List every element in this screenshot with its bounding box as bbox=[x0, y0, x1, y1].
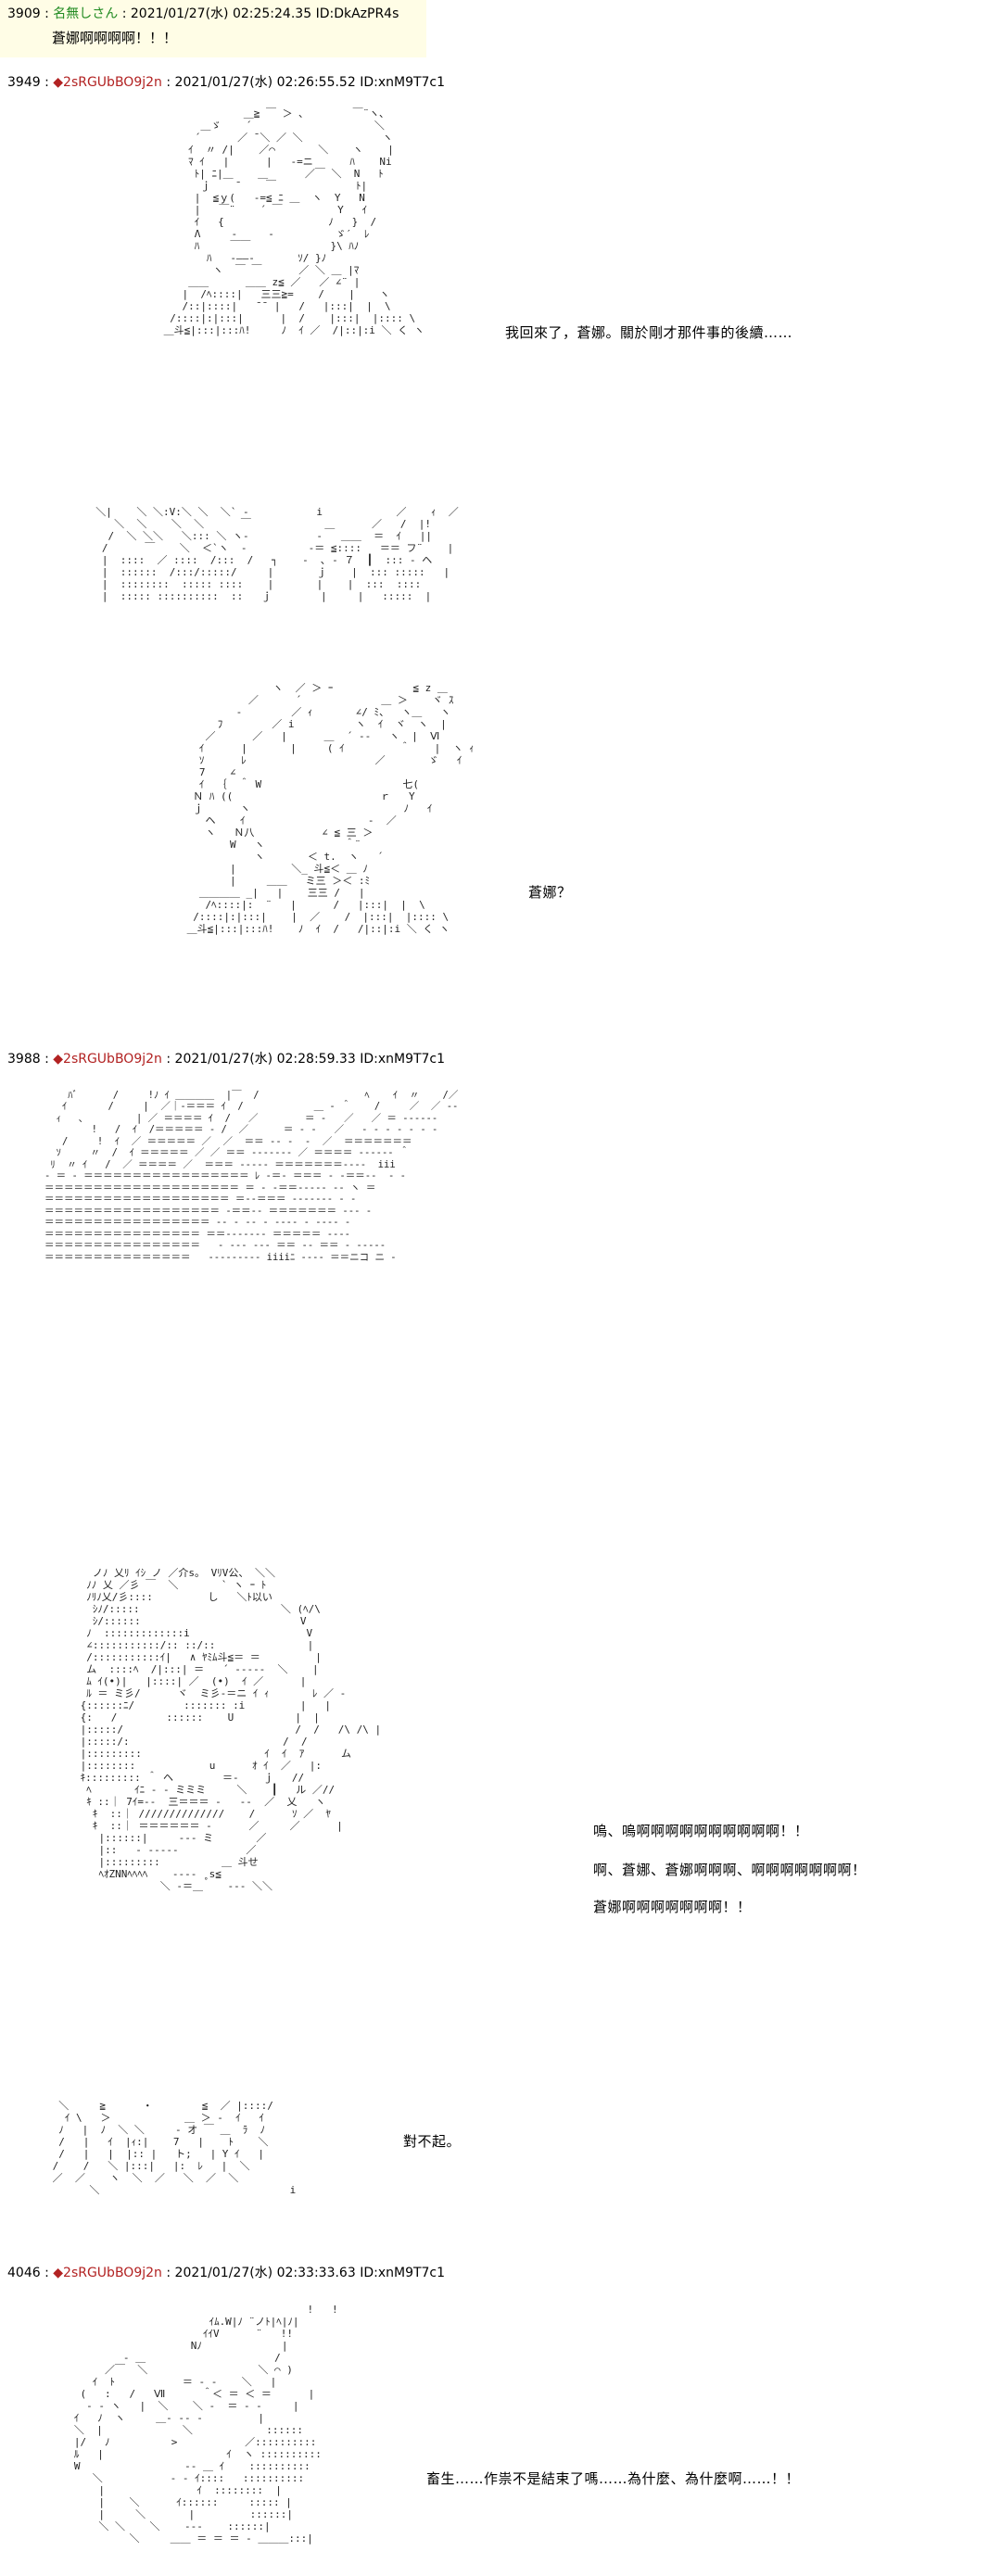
poster-name: 名無しさん bbox=[53, 6, 119, 21]
ascii-art-man-bow: ＼ ≧ ・ ≦ ／ |::::/ ｲ \ ＞ ＿ ＞ ‐ ｲ ｲ ﾉ | ﾉ ＼… bbox=[52, 2100, 297, 2196]
dialogue-line: 蒼娜啊啊啊啊啊啊啊！！ bbox=[593, 1899, 752, 1915]
post-datetime: 2021/01/27(水) 02:28:59.33 bbox=[174, 1052, 356, 1067]
separator: : bbox=[44, 2266, 49, 2280]
ascii-art-man-stare: ヽ ／ ＞ ｰ ≦ z ＿ ／ ´ ＿ ＞ ヾ ｽ ‐ ／ ｨ ∠/ ﾐ、 ヽ＿… bbox=[186, 682, 475, 935]
separator: : bbox=[166, 1052, 171, 1067]
post-number[interactable]: 3909 bbox=[7, 6, 41, 21]
separator: : bbox=[121, 6, 127, 21]
post-datetime: 2021/01/27(水) 02:33:33.63 bbox=[174, 2266, 356, 2280]
poster-trip: ◆2sRGUbBO9j2n bbox=[53, 75, 162, 90]
separator: : bbox=[166, 75, 171, 90]
post-datetime: 2021/01/27(水) 02:26:55.52 bbox=[174, 75, 356, 90]
post-highlight-background bbox=[0, 0, 426, 57]
poster-id[interactable]: ID:xnM9T7c1 bbox=[360, 1052, 446, 1067]
dialogue-line: 嗚、嗚啊啊啊啊啊啊啊啊啊啊！！ bbox=[593, 1823, 809, 1839]
poster-trip: ◆2sRGUbBO9j2n bbox=[53, 1052, 162, 1067]
poster-trip: ◆2sRGUbBO9j2n bbox=[53, 2266, 162, 2280]
post-header-4046: 4046 : ◆2sRGUbBO9j2n : 2021/01/27(水) 02:… bbox=[7, 2263, 445, 2281]
poster-id[interactable]: ID:xnM9T7c1 bbox=[360, 75, 446, 90]
post-header-3909: 3909 : 名無しさん : 2021/01/27(水) 02:25:24.35… bbox=[7, 4, 399, 22]
dialogue-line: 啊、蒼娜、蒼娜啊啊啊、啊啊啊啊啊啊啊！ bbox=[593, 1862, 867, 1878]
post-header-3949: 3949 : ◆2sRGUbBO9j2n : 2021/01/27(水) 02:… bbox=[7, 72, 445, 91]
ascii-art-man-turn-back: ＿≧ ￣ ＞ ､ ￣¨ヽ､ ＿ゞ ´ ＼ ´ ／ ̄ ＼ ／ ＼ ヽ ｲ 〃 /… bbox=[163, 107, 424, 336]
post-number[interactable]: 4046 bbox=[7, 2266, 41, 2280]
poster-id[interactable]: ID:DkAzPR4s bbox=[315, 6, 399, 21]
ascii-art-man-crying: ノﾉ 乂ﾘ ｲｼ ノ ／介s。 VﾘV公、 ＼＼ ﾉﾉ 乂 ／彡 ￣ ＼ ` ヽ… bbox=[80, 1567, 382, 1892]
post-datetime: 2021/01/27(水) 02:25:24.35 bbox=[130, 6, 312, 21]
separator: : bbox=[44, 75, 49, 90]
separator: : bbox=[44, 6, 49, 21]
dialogue-line: 蒼娜？ bbox=[528, 884, 572, 901]
post-number[interactable]: 3949 bbox=[7, 75, 41, 90]
post-number[interactable]: 3988 bbox=[7, 1052, 41, 1067]
post-message: 蒼娜啊啊啊啊！！！ bbox=[52, 30, 178, 46]
ascii-art-man-anguish: ! ! ｲﾑ.W|ﾉ ¨ノﾄ|ﾍ|ﾉ| ｲｲV ¨ !! Nﾉ | ‐ ＿ / … bbox=[73, 2304, 338, 2544]
dialogue-line: 我回來了，蒼娜。關於剛才那件事的後續…… bbox=[505, 324, 793, 341]
dialogue-line: 畜生……作祟不是結束了嗎……為什麼、為什麼啊……！！ bbox=[426, 2470, 801, 2487]
ascii-art-speed-lines: ﾊﾞ / !ﾉ ｲ ＿＿＿＿ |￣ / ﾍ ｲ 〃 /／ ｲ / | ／｜‐＝＝… bbox=[44, 1089, 459, 1263]
separator: : bbox=[44, 1052, 49, 1067]
separator: : bbox=[166, 2266, 171, 2280]
ascii-art-man-profile: ＼| ＼ ＼:V:＼ ＼ ＼` ‐ i ／ ｨ ／ ＼ ＼ ＼ ＼ ￣ ＿ ／ … bbox=[95, 506, 459, 602]
dialogue-line: 對不起。 bbox=[403, 2133, 462, 2150]
post-header-3988: 3988 : ◆2sRGUbBO9j2n : 2021/01/27(水) 02:… bbox=[7, 1049, 445, 1067]
poster-id[interactable]: ID:xnM9T7c1 bbox=[360, 2266, 446, 2280]
